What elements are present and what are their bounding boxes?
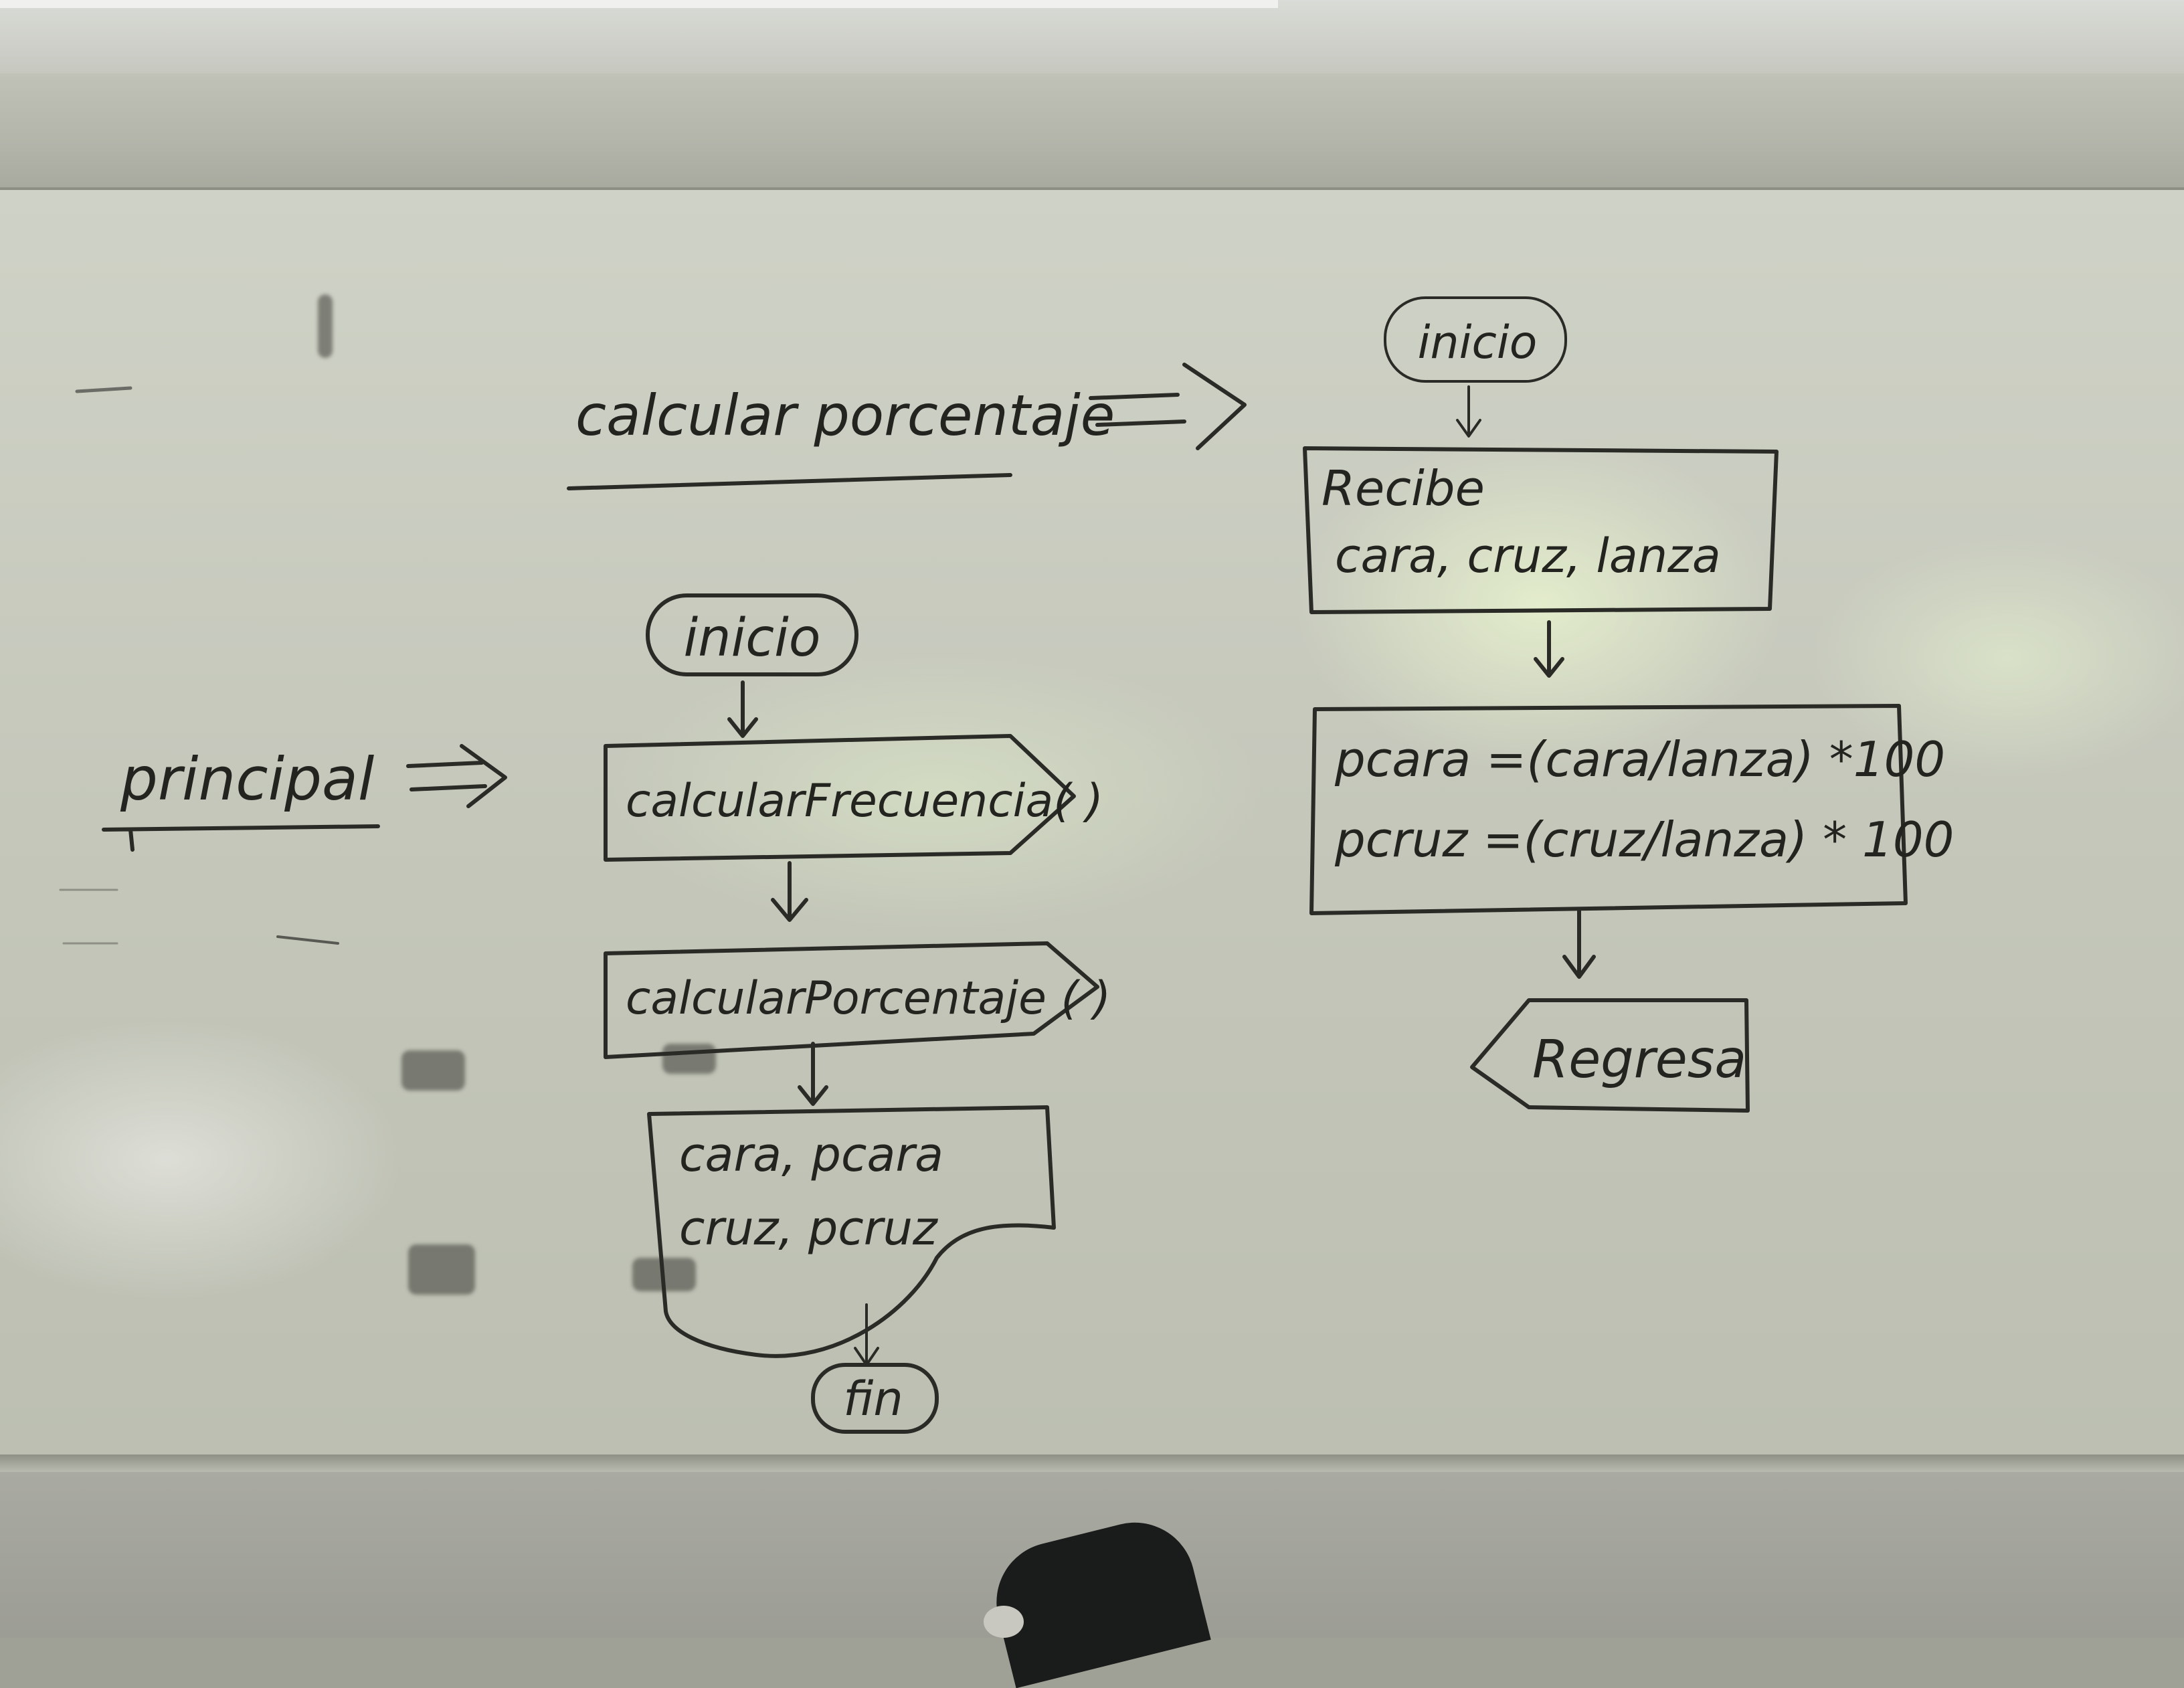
principal-underline — [102, 824, 380, 852]
whiteboard-drawing: principal inicio calcularFrecuencia( ) c… — [59, 296, 1954, 1434]
call-frecuencia-label: calcularFrecuencia( ) — [626, 775, 1103, 828]
eraser-smudge — [318, 294, 333, 358]
double-arrow-icon — [406, 744, 507, 808]
process-call-porcentaje — [604, 941, 1099, 1059]
end-terminal — [811, 1363, 939, 1434]
arrow-down-icon — [771, 861, 808, 922]
return-label: Regresa — [1532, 1030, 1746, 1090]
arrow-down-icon — [1534, 620, 1564, 678]
input-line-1: Recibe — [1322, 460, 1485, 517]
stray-mark — [75, 386, 132, 393]
end-label: fin — [843, 1372, 903, 1426]
calcular-porcentaje-label: calcular porcentaje — [575, 383, 1115, 448]
eraser-smudge — [662, 1044, 716, 1074]
eraser-smudge — [401, 1050, 465, 1091]
principal-label: principal — [120, 745, 375, 814]
calc-line-2: pcruz =(cruz/lanza) * 100 — [1334, 812, 1954, 868]
stray-mark — [59, 888, 118, 945]
calculation-block — [1309, 704, 1908, 915]
output-line-1: cara, pcara — [679, 1127, 943, 1182]
start-terminal — [1384, 296, 1567, 383]
whiteboard-surface — [0, 190, 2184, 1455]
call-porcentaje-label: calcularPorcentaje ( ) — [626, 972, 1111, 1025]
wall-top — [0, 0, 2184, 74]
arrow-down-icon — [798, 1042, 828, 1106]
eraser-smudge — [408, 1244, 475, 1295]
input-line-2: cara, cruz, lanza — [1335, 529, 1721, 583]
calc-line-1: pcara =(cara/lanza) *100 — [1334, 731, 1945, 787]
arrow-down-icon — [1562, 908, 1596, 979]
ceiling-edge — [0, 0, 1278, 8]
output-document — [647, 1105, 1056, 1358]
start-terminal — [646, 593, 858, 676]
chair-knob — [984, 1606, 1024, 1638]
output-line-2: cruz, pcruz — [679, 1201, 939, 1256]
whiteboard-marker-tray — [0, 1455, 2184, 1472]
stray-mark — [276, 935, 339, 945]
start-label: inicio — [1418, 316, 1538, 369]
return-block — [1470, 998, 1750, 1113]
double-arrow-icon — [1089, 363, 1247, 450]
start-label: inicio — [683, 608, 820, 668]
whiteboard-top-frame — [0, 74, 2184, 190]
arrow-down-icon — [727, 680, 758, 738]
input-block — [1303, 446, 1779, 614]
arrow-down-icon — [1456, 385, 1481, 438]
calcular-porcentaje-underline — [567, 473, 1012, 490]
process-call-frecuencia — [604, 734, 1076, 862]
